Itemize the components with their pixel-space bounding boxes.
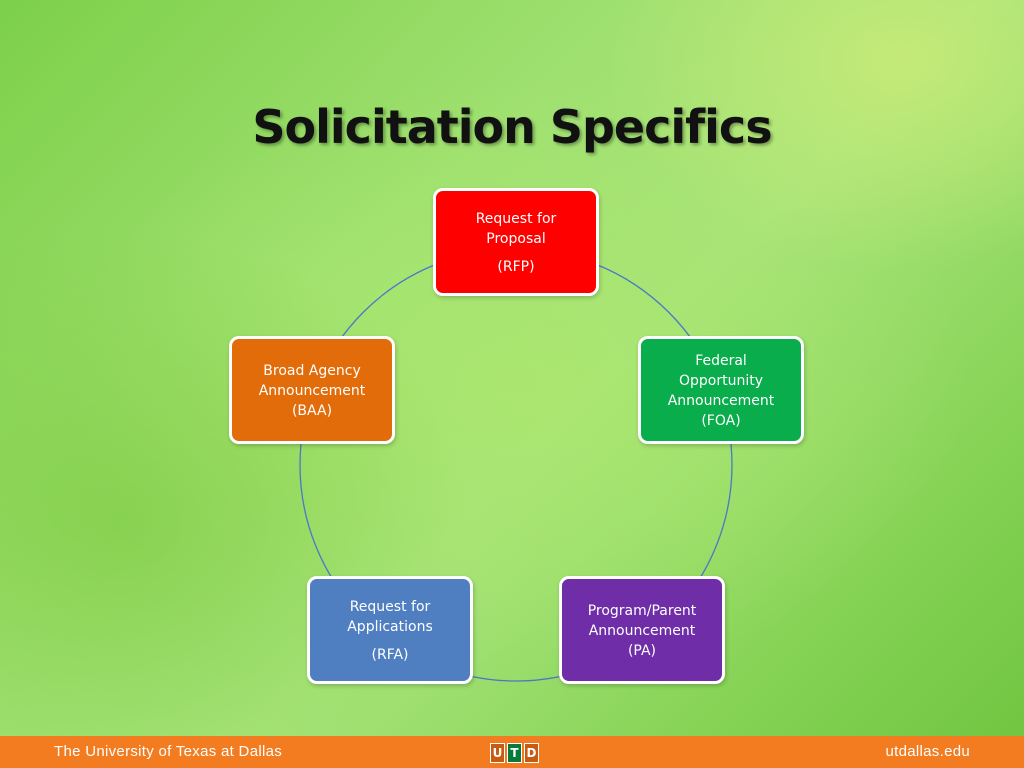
utd-logo: U T D	[490, 743, 539, 763]
node-foa-abbr: (FOA)	[701, 413, 741, 429]
node-rfp-abbr: (RFP)	[497, 259, 535, 275]
cycle-node-rfp: Request for Proposal (RFP)	[433, 188, 599, 296]
cycle-node-pa: Program/Parent Announcement (PA)	[559, 576, 725, 684]
utd-logo-letter-d: D	[524, 743, 539, 763]
node-foa-line-2: Opportunity	[678, 373, 763, 389]
footer-bar: The University of Texas at Dallas U T D …	[0, 736, 1024, 768]
slide-title: Solicitation Specifics	[252, 100, 772, 154]
cycle-connector-ring	[299, 248, 733, 682]
node-rfa-abbr: (RFA)	[371, 647, 409, 663]
slide: Solicitation Specifics Request for Propo…	[229, 100, 804, 684]
node-pa-abbr: (PA)	[627, 643, 657, 659]
footer-website-link[interactable]: utdallas.edu	[885, 743, 970, 760]
node-pa-line-1: Program/Parent	[587, 603, 697, 619]
node-foa-line-3: Announcement	[667, 393, 775, 409]
node-rfa-line-2: Applications	[347, 619, 433, 635]
node-baa-abbr: (BAA)	[291, 403, 333, 419]
utd-logo-letter-u: U	[490, 743, 505, 763]
footer-university-name: The University of Texas at Dallas	[54, 743, 283, 760]
node-baa-line-2: Announcement	[258, 383, 366, 399]
node-rfp-line-1: Request for	[475, 211, 557, 227]
node-foa-line-1: Federal	[695, 353, 747, 369]
node-baa-line-1: Broad Agency	[263, 363, 361, 379]
cycle-node-baa: Broad Agency Announcement (BAA)	[229, 336, 395, 444]
node-rfp-line-2: Proposal	[486, 231, 546, 247]
cycle-node-rfa: Request for Applications (RFA)	[307, 576, 473, 684]
utd-logo-letter-t: T	[507, 743, 522, 763]
node-rfa-line-1: Request for	[349, 599, 431, 615]
cycle-node-foa: Federal Opportunity Announcement (FOA)	[638, 336, 804, 444]
node-pa-line-2: Announcement	[588, 623, 696, 639]
